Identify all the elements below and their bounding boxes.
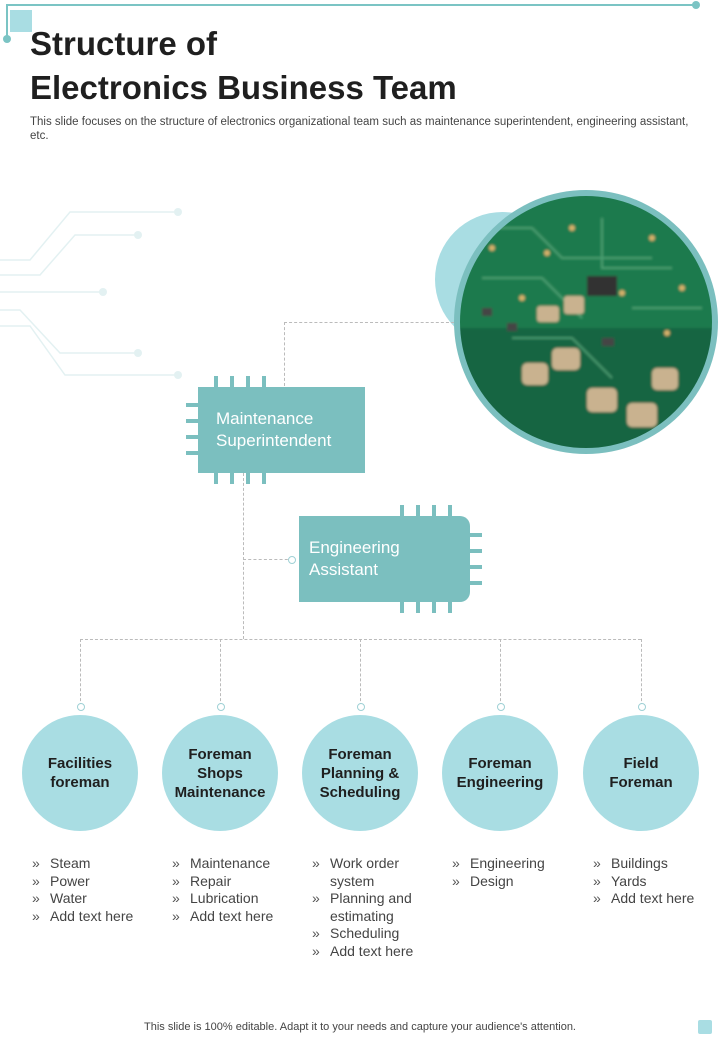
role-title-line: Facilities	[47, 755, 113, 772]
role-item-list: Work order systemPlanning and estimating…	[312, 855, 430, 960]
role-list-item: Design	[452, 873, 570, 891]
role-list-item: Repair	[172, 873, 290, 891]
superintendent-label-line-1: Maintenance	[216, 409, 314, 428]
chip-pin	[400, 601, 404, 613]
role-title-line: Foreman	[188, 745, 252, 763]
engineering-assistant-box: Engineering Assistant	[299, 516, 470, 602]
connector-assistant	[243, 559, 293, 560]
assistant-label-line-2: Assistant	[309, 560, 378, 579]
chip-pin	[186, 451, 199, 455]
chip-pin	[469, 581, 482, 585]
chip-pin	[448, 601, 452, 613]
chip-pin	[214, 472, 218, 484]
chip-pin	[186, 435, 199, 439]
connector-assistant-dot	[288, 556, 296, 564]
role-list-item: Engineering	[452, 855, 570, 873]
chip-pin	[262, 472, 266, 484]
role-list-item: Lubrication	[172, 890, 290, 908]
top-line-end-dot	[692, 1, 700, 9]
role-list-item: Add text here	[172, 908, 290, 926]
connector-role-dot	[357, 703, 365, 711]
corner-square-decoration	[10, 10, 32, 32]
chip-pin	[400, 505, 404, 517]
role-list-item: Water	[32, 890, 150, 908]
chip-pin	[448, 505, 452, 517]
role-list-item: Power	[32, 873, 150, 891]
role-list-item: Add text here	[312, 943, 430, 961]
chip-pin	[246, 376, 250, 388]
connector-role-3	[360, 639, 361, 706]
chip-pin	[230, 472, 234, 484]
chip-pin	[416, 505, 420, 517]
role-list-item: Planning and estimating	[312, 890, 430, 925]
connector-role-1	[80, 639, 81, 706]
chip-pin	[469, 533, 482, 537]
connector-photo	[284, 322, 454, 323]
top-border-line-vertical	[6, 4, 8, 38]
role-title-line: Maintenance	[174, 783, 266, 801]
role-title-line: Planning &	[320, 764, 400, 782]
connector-superintendent-down	[243, 473, 244, 639]
role-title-line: Shops	[197, 764, 243, 782]
role-title-line: Engineering	[456, 774, 544, 791]
role-title-line: Foreman	[468, 755, 532, 772]
assistant-label-line-1: Engineering	[309, 538, 400, 557]
role-list-item: Yards	[593, 873, 711, 891]
role-list-item: Buildings	[593, 855, 711, 873]
chip-pin	[469, 565, 482, 569]
role-list-item: Steam	[32, 855, 150, 873]
role-list-item: Scheduling	[312, 925, 430, 943]
role-title-line: foreman	[50, 774, 110, 791]
role-list-item: Work order system	[312, 855, 430, 890]
connector-role-dot	[217, 703, 225, 711]
connector-role-dot	[77, 703, 85, 711]
role-item-list: MaintenanceRepairLubricationAdd text her…	[172, 855, 290, 925]
connector-role-dot	[497, 703, 505, 711]
chip-pin	[246, 472, 250, 484]
chip-pin	[262, 376, 266, 388]
role-list-item: Add text here	[593, 890, 711, 908]
connector-role-5	[641, 639, 642, 706]
title-line-2: Electronics Business Team	[30, 69, 457, 106]
maintenance-superintendent-box: Maintenance Superintendent	[198, 387, 365, 473]
top-line-start-dot	[3, 35, 11, 43]
role-circle-facilities-foreman: Facilities foreman	[22, 715, 138, 831]
role-title-line: Foreman	[328, 745, 392, 763]
footer-note: This slide is 100% editable. Adapt it to…	[144, 1021, 576, 1033]
role-item-list: BuildingsYardsAdd text here	[593, 855, 711, 908]
chip-pin	[432, 601, 436, 613]
top-border-line	[6, 4, 696, 6]
chip-pin	[432, 505, 436, 517]
role-list-item: Maintenance	[172, 855, 290, 873]
chip-pin	[230, 376, 234, 388]
connector-role-4	[500, 639, 501, 706]
superintendent-label-line-2: Superintendent	[216, 431, 332, 450]
role-title-line: Field	[623, 755, 659, 772]
title-line-1: Structure of	[30, 25, 218, 62]
connector-role-2	[220, 639, 221, 706]
circuit-trace-decoration	[0, 208, 182, 379]
role-item-list: EngineeringDesign	[452, 855, 570, 890]
chip-pin	[469, 549, 482, 553]
footer-corner-square	[698, 1020, 712, 1034]
chip-pin	[214, 376, 218, 388]
chip-pin	[186, 403, 199, 407]
page-subtitle: This slide focuses on the structure of e…	[30, 116, 689, 142]
connector-role-dot	[638, 703, 646, 711]
chip-pin	[186, 419, 199, 423]
role-item-list: SteamPowerWaterAdd text here	[32, 855, 150, 925]
page-title: Structure of Electronics Business Team	[30, 22, 590, 110]
role-list-item: Add text here	[32, 908, 150, 926]
role-title-line: Foreman	[609, 774, 673, 791]
circuit-board-photo	[454, 190, 718, 454]
chip-pin	[416, 601, 420, 613]
role-title-line: Scheduling	[319, 783, 401, 801]
connector-photo-vertical	[284, 322, 285, 386]
